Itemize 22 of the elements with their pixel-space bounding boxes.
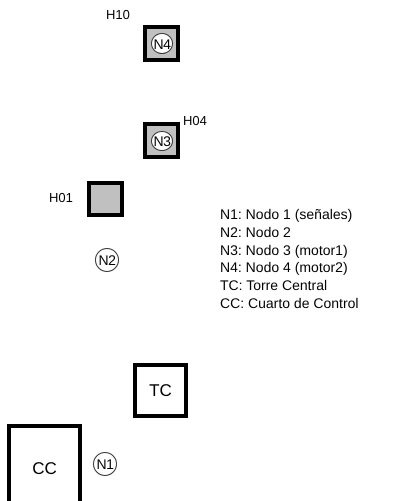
node-label: TC — [149, 380, 172, 400]
node-label: CC — [32, 459, 57, 479]
node-tag: H04 — [183, 113, 207, 128]
legend-text: N4: Nodo 4 (motor2) — [220, 259, 348, 276]
node-tag: H10 — [106, 7, 130, 22]
node-label: N1 — [96, 456, 114, 472]
box-shape — [143, 25, 180, 62]
node-circle — [93, 452, 117, 476]
node-tag: H01 — [49, 190, 73, 205]
legend-text: CC: Cuarto de Control — [220, 295, 359, 311]
box-shape — [143, 122, 180, 159]
legend-text: N2: Nodo 2 — [220, 224, 291, 240]
box-shape — [87, 181, 124, 217]
station-box — [7, 424, 82, 501]
node-label: N4 — [154, 36, 170, 52]
legend-text: TC: Torre Central — [220, 277, 328, 294]
node-label: N3 — [154, 133, 170, 149]
station-box — [133, 363, 188, 418]
legend-text: N1: Nodo 1 (señales) — [220, 206, 352, 222]
node-circle — [95, 248, 119, 272]
legend-text: N3: Nodo 3 (motor1) — [220, 242, 348, 258]
node-label: N2 — [98, 252, 116, 268]
